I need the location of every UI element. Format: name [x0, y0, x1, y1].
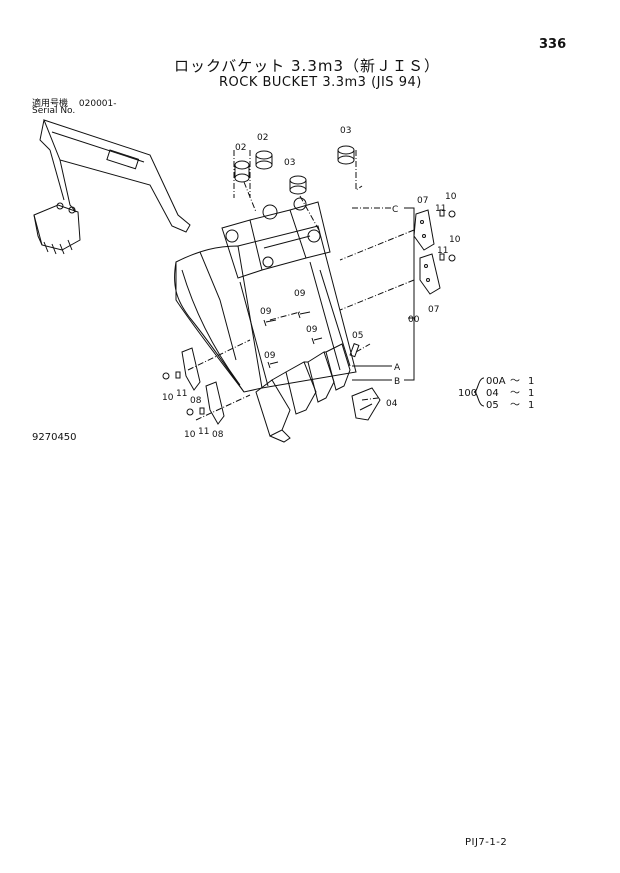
callout-09: 09: [260, 307, 272, 317]
bushing-03-left: [289, 175, 307, 195]
callout-07: 07: [428, 305, 439, 315]
callout-08: 08: [190, 396, 202, 406]
qty-value: 1: [528, 388, 534, 399]
qty-value: 1: [528, 376, 534, 387]
callout-11: 11: [198, 427, 209, 437]
callout-labels: 02 02 03 03 C 07 10 11 10 11 07 09 09 09…: [162, 126, 461, 440]
pin-05: [349, 343, 360, 358]
bolts-09: [263, 311, 323, 369]
callout-05: 05: [352, 331, 363, 341]
page-title-english: ROCK BUCKET 3.3m3 (JIS 94): [219, 75, 422, 90]
serial-label-english: Serial No.: [32, 106, 76, 116]
callout-09: 09: [264, 351, 276, 361]
quantity-table: 100 00A ～ 1 04 ～ 1 05 ～ 1: [458, 376, 534, 411]
bushing-02-right: [255, 150, 273, 170]
serial-label-jp: 適用号機: [32, 99, 69, 109]
qty-sep: ～: [510, 388, 520, 399]
callout-02: 02: [257, 133, 268, 143]
page-title-japanese: ロックバケット 3.3m3（新ＪＩＳ）: [174, 57, 441, 75]
callout-08: 08: [212, 430, 224, 440]
callout-C: C: [392, 205, 398, 215]
side-cutter-07-upper: [413, 209, 435, 251]
qty-sep: ～: [510, 376, 520, 387]
quantity-bracket: [473, 377, 485, 407]
qty-part: 00A: [486, 376, 506, 387]
qty-part: 04: [486, 388, 499, 399]
callout-B: B: [394, 377, 400, 387]
tooth-04: [351, 387, 381, 421]
callout-10: 10: [449, 235, 461, 245]
callout-04: 04: [386, 399, 398, 409]
callout-02: 02: [235, 143, 246, 153]
qty-value: 1: [528, 400, 534, 411]
callout-10: 10: [162, 393, 174, 403]
bucket-teeth: [255, 343, 351, 443]
assembly-center-lines: [187, 150, 415, 421]
callout-11: 11: [437, 246, 448, 256]
qty-sep: ～: [510, 400, 520, 411]
callout-00: 00: [408, 315, 420, 325]
callout-03: 03: [340, 126, 351, 136]
callout-11: 11: [435, 204, 446, 214]
callout-07: 07: [417, 196, 428, 206]
reference-leaders: [352, 207, 415, 381]
quantity-group: 100: [458, 388, 477, 399]
callout-10: 10: [445, 192, 457, 202]
callout-A: A: [394, 363, 401, 373]
footer-code: PIJ7-1-2: [465, 837, 508, 848]
excavator-arm-illustration: [33, 119, 191, 255]
rock-bucket-body: [174, 197, 357, 393]
callout-09: 09: [294, 289, 306, 299]
side-cutter-08-upper: [181, 347, 201, 391]
drawing-number: 9270450: [32, 432, 77, 443]
serial-label: 適用号機 020001-: [32, 96, 117, 109]
bushing-03-right: [337, 145, 355, 165]
callout-10: 10: [184, 430, 196, 440]
fasteners-right: [439, 209, 456, 262]
side-cutter-07-lower: [419, 253, 441, 295]
serial-value: 020001-: [78, 99, 117, 109]
callout-09: 09: [306, 325, 318, 335]
callout-11: 11: [176, 389, 187, 399]
bushing-02-left: [234, 160, 250, 183]
fasteners-left: [162, 371, 205, 416]
side-cutter-08-lower: [205, 381, 225, 425]
qty-part: 05: [486, 400, 499, 411]
callout-03: 03: [284, 158, 295, 168]
page-number: 336: [539, 37, 567, 52]
